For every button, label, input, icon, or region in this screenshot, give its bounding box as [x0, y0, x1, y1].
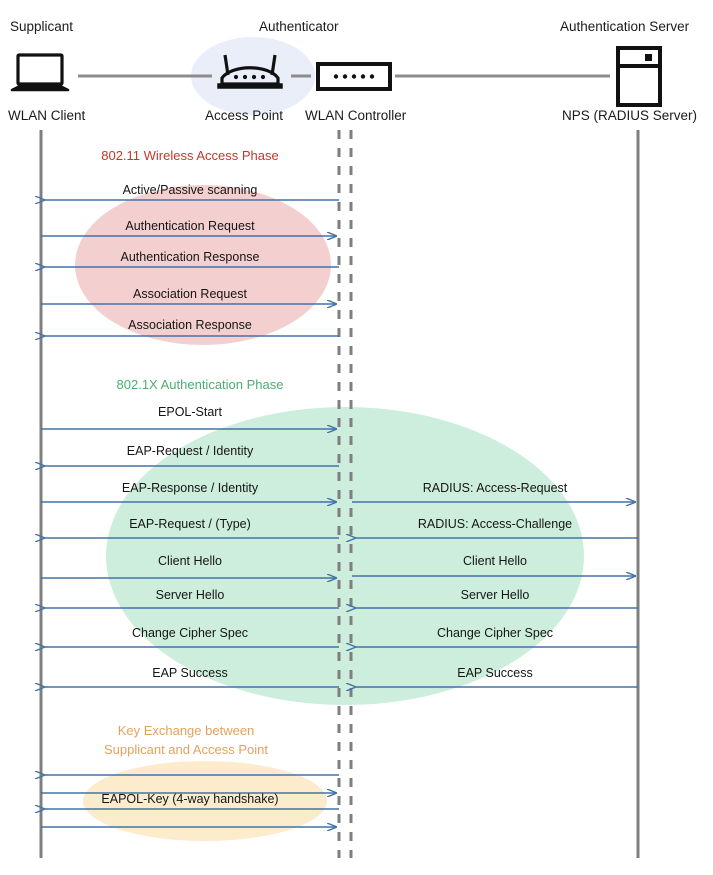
msg-change-cipher-spec-left: Change Cipher Spec — [131, 626, 249, 640]
server-icon — [616, 46, 662, 107]
keyexch-arrows — [41, 775, 339, 827]
msg-epol-start: EPOL-Start — [158, 405, 222, 419]
msg-association-response: Association Response — [128, 318, 252, 332]
phase-title-keyexch-line2: Supplicant and Access Point — [103, 742, 269, 757]
msg-radius-access-challenge: RADIUS: Access-Challenge — [417, 517, 573, 531]
phase-title-dot1x: 802.1X Authentication Phase — [116, 377, 284, 392]
role-label-authenticator: Authenticator — [259, 19, 339, 34]
msg-authentication-request: Authentication Request — [125, 219, 255, 233]
node-label-wlan-controller: WLAN Controller — [305, 108, 407, 123]
dot1x-right-arrows — [352, 502, 638, 687]
msg-radius-access-request: RADIUS: Access-Request — [422, 481, 568, 495]
msg-server-hello-right: Server Hello — [460, 588, 530, 602]
msg-eap-request-identity: EAP-Request / Identity — [126, 444, 254, 458]
node-label-wlan-client: WLAN Client — [8, 108, 86, 123]
msg-client-hello-right: Client Hello — [463, 554, 527, 568]
dot1x-phase-ellipse — [106, 407, 584, 705]
role-label-authentication-server: Authentication Server — [560, 19, 690, 34]
dot1x-left-arrows — [41, 429, 339, 687]
msg-eap-request-type: EAP-Request / (Type) — [129, 517, 251, 531]
msg-active-passive-scanning: Active/Passive scanning — [122, 183, 258, 197]
keyexch-phase-ellipse — [83, 761, 327, 841]
access-point-icon — [217, 54, 283, 89]
msg-authentication-response: Authentication Response — [120, 250, 260, 264]
phase-title-wireless: 802.11 Wireless Access Phase — [101, 148, 279, 163]
laptop-icon — [10, 53, 70, 92]
wlan-controller-icon — [316, 62, 392, 91]
msg-eap-response-identity: EAP-Response / Identity — [121, 481, 259, 495]
msg-eapol-key-4way-handshake: EAPOL-Key (4-way handshake) — [101, 792, 279, 806]
node-label-nps-radius-server: NPS (RADIUS Server) — [562, 108, 698, 123]
wireless-arrows — [41, 200, 339, 336]
msg-client-hello-left: Client Hello — [158, 554, 222, 568]
role-label-supplicant: Supplicant — [10, 19, 74, 34]
msg-eap-success-right: EAP Success — [457, 666, 533, 680]
phase-title-keyexch: Key Exchange between Supplicant and Acce… — [0, 721, 372, 759]
wireless-phase-ellipse — [75, 185, 331, 345]
phase-title-keyexch-line1: Key Exchange between — [117, 723, 255, 738]
msg-change-cipher-spec-right: Change Cipher Spec — [436, 626, 554, 640]
node-label-access-point: Access Point — [205, 108, 284, 123]
msg-eap-success-left: EAP Success — [152, 666, 228, 680]
msg-association-request: Association Request — [133, 287, 247, 301]
msg-server-hello-left: Server Hello — [155, 588, 225, 602]
